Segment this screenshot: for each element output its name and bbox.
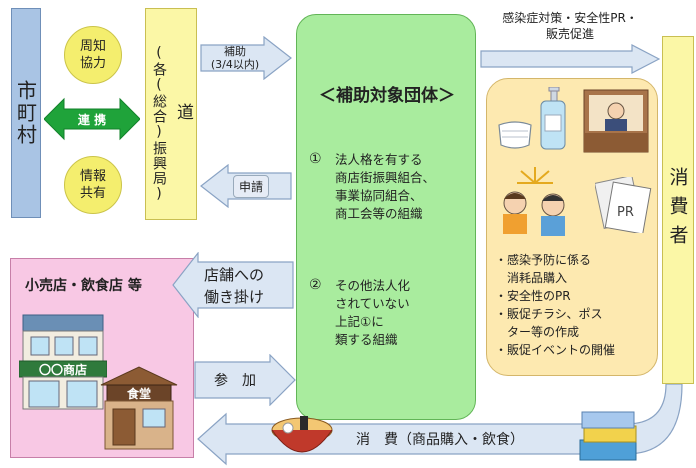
work-arrow xyxy=(172,252,294,318)
cooperation-label: 連 携 xyxy=(77,112,107,127)
join-arrow-text: 参 加 xyxy=(214,373,256,389)
item2-line: 類する組織 xyxy=(335,332,398,347)
circle-bottom-line2: 共有 xyxy=(79,186,106,201)
pr-flyer-icon xyxy=(595,177,652,233)
target-groups-panel: ＜補助対象団体＞ ① 法人格を有する 商店街振興組合、 事業協同組合、 商工会等… xyxy=(296,14,476,420)
target-item-1-num: ① xyxy=(309,151,322,167)
top-right-line: 感染症対策・安全性PR・ xyxy=(502,11,638,25)
prefecture-label: 道 xyxy=(173,103,193,122)
restaurant-sign: 食堂 xyxy=(126,386,151,401)
sanitizer-icon xyxy=(540,87,566,150)
measure-item: 消耗品購入 xyxy=(495,271,568,285)
measure-item: ・販促イベントの開催 xyxy=(495,343,616,357)
subsidy-label: 補助 xyxy=(223,45,246,58)
subsidy-rate: (3/4以内) xyxy=(210,58,260,71)
item2-line: されていない xyxy=(335,296,410,311)
measure-item: ター等の作成 xyxy=(495,325,580,339)
notify-cooperate-circle: 周知 協力 xyxy=(64,26,122,84)
item2-line: その他法人化 xyxy=(335,278,411,293)
item1-line: 事業協同組合、 xyxy=(335,188,423,203)
circle-top-line2: 協力 xyxy=(79,56,106,71)
store-building-icon xyxy=(19,314,107,410)
subsidy-arrow-text: 補助 (3/4以内) xyxy=(200,38,270,78)
item2-line: 上記①に xyxy=(335,314,384,329)
measure-item: ・感染予防に係る xyxy=(495,253,592,267)
apply-label: 申請 xyxy=(232,174,269,198)
item1-line: 法人格を有する xyxy=(335,152,423,167)
prefecture-box: 道 (各(総合)振興局) xyxy=(145,8,197,220)
circle-bottom-line1: 情報 xyxy=(79,169,106,184)
shops-title: 小売店・飲食店 等 xyxy=(25,278,142,294)
shop-counter-icon xyxy=(583,89,649,153)
municipality-label: 市町村 xyxy=(13,80,38,146)
consumer-box: 消費者 xyxy=(662,36,694,384)
mask-icon xyxy=(498,121,532,149)
target-item-2: その他法人化 されていない 上記①に 類する組織 xyxy=(335,277,410,349)
circle-top-line1: 周知 xyxy=(79,39,106,54)
ramen-bowl-icon xyxy=(271,416,333,453)
measures-panel: PR ・感染予防に係る 消耗品購入 ・安全性のPR ・販促チラシ、ポス ター等の… xyxy=(486,78,658,376)
apply-arrow-text: 申請 xyxy=(226,166,276,206)
shops-panel: 小売店・飲食店 等 〇〇商店 食堂 xyxy=(10,258,194,458)
work-line: 店舗への xyxy=(204,266,265,284)
work-line: 働き掛け xyxy=(204,288,265,306)
event-people-icon xyxy=(503,167,565,236)
target-item-2-num: ② xyxy=(309,277,322,293)
consumer-label: 消費者 xyxy=(666,166,689,254)
restaurant-building-icon xyxy=(100,366,178,450)
target-title: ＜補助対象団体＞ xyxy=(319,86,455,106)
top-right-line: 販売促進 xyxy=(545,27,594,41)
clothes-icon xyxy=(579,411,637,461)
target-item-1: 法人格を有する 商店街振興組合、 事業協同組合、 商工会等の組織 xyxy=(335,151,435,223)
consume-arrow-text: 消 費（商品購入・飲食） xyxy=(356,432,524,448)
item1-line: 商店街振興組合、 xyxy=(335,170,436,185)
pr-badge: PR xyxy=(617,205,634,220)
join-arrow xyxy=(194,354,296,406)
cooperation-arrow xyxy=(44,97,140,141)
bureau-label: (各(総合)振興局) xyxy=(151,45,167,203)
subsidy-arrow xyxy=(200,36,292,80)
top-right-arrow xyxy=(480,44,660,74)
measures-list: ・感染予防に係る 消耗品購入 ・安全性のPR ・販促チラシ、ポス ター等の作成 … xyxy=(495,251,615,359)
work-arrow-text: 店舗への 働き掛け xyxy=(204,264,264,308)
item1-line: 商工会等の組織 xyxy=(335,206,423,221)
info-share-circle: 情報 共有 xyxy=(64,156,122,214)
measure-item: ・安全性のPR xyxy=(495,289,571,303)
measure-item: ・販促チラシ、ポス xyxy=(495,307,603,321)
top-right-arrow-text: 感染症対策・安全性PR・ 販売促進 xyxy=(480,10,660,42)
municipality-box: 市町村 xyxy=(11,8,41,218)
store-sign: 〇〇商店 xyxy=(38,362,87,377)
